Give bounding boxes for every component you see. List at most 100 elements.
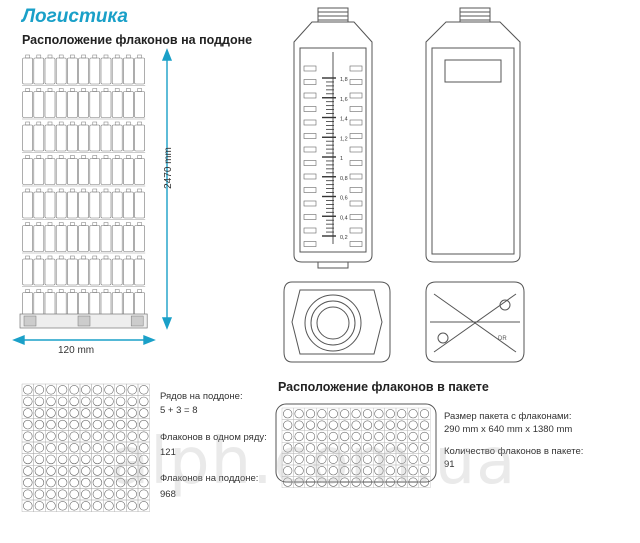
- pallet-bottle-cap: [137, 121, 142, 126]
- bottle-top: [46, 466, 56, 476]
- bottle-top: [127, 443, 137, 453]
- pallet-bottle-cap: [126, 289, 131, 293]
- package-bottle-top: [374, 420, 384, 430]
- pallet-bottle-cap: [70, 54, 75, 59]
- pallet-bottle-cap: [36, 121, 42, 126]
- package-bottle-top: [283, 431, 293, 442]
- pallet-bottle-cap: [70, 121, 75, 126]
- package-cell: [361, 464, 374, 477]
- package-size-value: 290 mm x 640 mm x 1380 mm: [444, 424, 573, 435]
- pallet-bottle-cap: [70, 222, 75, 226]
- pallet-stack: [19, 54, 148, 329]
- package-bottle-top: [385, 431, 395, 442]
- package-bottle-top: [374, 409, 384, 419]
- package-bottle-top: [305, 477, 316, 487]
- scale-label: 0,6: [340, 196, 348, 202]
- pallet-bottle-cap: [126, 155, 131, 159]
- pallet-bottle-cap: [36, 255, 42, 260]
- bottle-top: [69, 489, 79, 499]
- bottle-top: [115, 385, 126, 395]
- bottle-top: [57, 419, 68, 430]
- bottle-top: [139, 431, 149, 441]
- bottle-top: [92, 477, 103, 488]
- pallet-bottle-cap: [47, 255, 53, 260]
- package-bottle-top: [397, 409, 407, 419]
- bottle-top: [92, 385, 103, 395]
- package-bottle-top: [283, 454, 293, 464]
- page-title: Логистика: [22, 6, 128, 27]
- package-cell: [304, 419, 317, 431]
- package-bottle-top: [397, 431, 407, 442]
- package-bottle-top: [305, 443, 316, 453]
- package-cell: [395, 464, 408, 477]
- package-bottle-top: [340, 454, 350, 464]
- pallet-bottle-cap: [103, 54, 109, 59]
- bottle-top: [81, 419, 91, 430]
- pallet-bottle-cap: [126, 255, 131, 260]
- package-cell: [361, 430, 374, 443]
- package-cell: [316, 464, 328, 477]
- bottle-top: [104, 477, 114, 488]
- bottle-top: [104, 489, 114, 499]
- package-bottle-top: [283, 443, 293, 453]
- bottle-top: [81, 454, 91, 465]
- package-bottle-top: [362, 409, 373, 419]
- package-count-label: Количество флаконов в пакете:: [444, 446, 584, 457]
- pallet-bottle-cap: [70, 188, 75, 193]
- bottle-top: [139, 489, 149, 499]
- package-cell: [418, 464, 431, 477]
- package-cell: [384, 419, 397, 431]
- bottle-top: [104, 431, 114, 441]
- pallet-bottle-cap: [58, 289, 64, 293]
- package-bottle-top: [351, 409, 361, 419]
- bottle-top: [81, 477, 91, 488]
- package-bottle-top: [362, 466, 373, 476]
- pallet-bottle-cap: [103, 222, 109, 226]
- bottle-top: [127, 466, 137, 476]
- package-bottle-top: [351, 443, 361, 453]
- bottle-top: [57, 477, 68, 488]
- package-bottle-top: [294, 443, 304, 453]
- rows-label: Рядов на поддоне:: [160, 391, 243, 402]
- pallet-bottle-cap: [47, 155, 53, 159]
- package-bottle-top: [419, 443, 430, 453]
- bottle-rib: [349, 200, 363, 207]
- bottle-top: [34, 477, 45, 488]
- bottle-top: [34, 385, 45, 395]
- package-bottle-top: [419, 420, 430, 430]
- package-bottle-top: [362, 431, 373, 442]
- package-cell: [407, 464, 419, 477]
- package-cell: [418, 442, 431, 454]
- bottle-rib: [303, 200, 317, 207]
- bottle-rib: [303, 214, 317, 220]
- package-cell: [281, 419, 294, 431]
- package-cell: [361, 453, 374, 466]
- bottle-top: [23, 466, 33, 476]
- package-bottle-top: [419, 477, 430, 487]
- package-cell: [327, 419, 340, 431]
- pallet-bottle-cap: [58, 188, 64, 193]
- package-cell: [338, 453, 351, 466]
- bottle-top: [139, 385, 149, 395]
- package-cell: [316, 430, 328, 443]
- package-cell: [338, 419, 351, 431]
- package-cell: [361, 407, 374, 420]
- package-cell: [373, 419, 385, 431]
- pallet-bottle-cap: [114, 121, 120, 126]
- bottle-top: [92, 431, 103, 441]
- bottle-top: [57, 501, 68, 511]
- bottle-top: [23, 419, 33, 430]
- package-bottle-top: [294, 409, 304, 419]
- bottle-rib: [349, 79, 363, 85]
- pallet-bottle-cap: [103, 88, 109, 92]
- scale-label: 0,2: [340, 235, 348, 241]
- package-bottle-top: [397, 454, 407, 464]
- total-label: Флаконов на поддоне:: [160, 473, 259, 484]
- bottle-top: [23, 454, 33, 465]
- package-cell: [338, 464, 351, 477]
- pallet-bottle-cap: [36, 88, 42, 92]
- bottle-top: [104, 419, 114, 430]
- bottle-top: [92, 443, 103, 453]
